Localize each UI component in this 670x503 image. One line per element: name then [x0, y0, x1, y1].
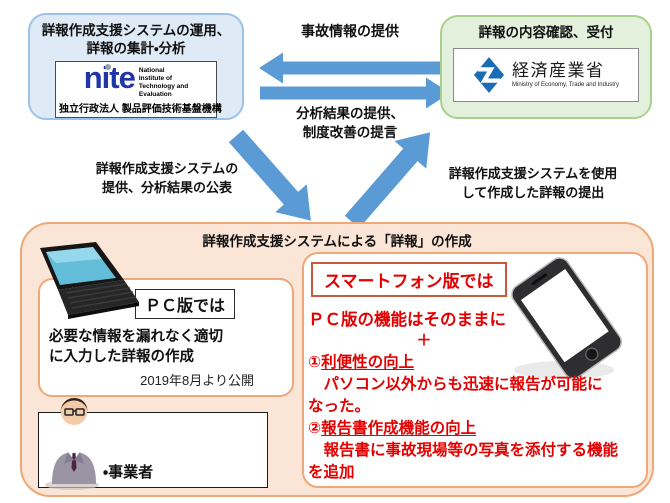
pc-version-heading: ＰＣ版では [135, 289, 236, 319]
panel-title: 詳報作成支援システムによる「詳報」の作成 [202, 234, 472, 249]
smartphone-version-box: スマートフォン版では ＰＣ版の機能はそのままに ＋ ①利便性の向上 パソコン以外… [302, 252, 648, 488]
nite-box: 詳報作成支援システムの運用、 詳報の集計・分析 nite National In… [28, 13, 244, 120]
nite-japanese-name: 独立行政法人 製品評価技術基盤機構 [59, 104, 222, 116]
nite-box-title-line2: 詳報の集計・分析 [86, 40, 186, 56]
label-system-provision: 詳報作成支援システムの 提供、分析結果の公表 [95, 161, 239, 195]
nite-wordmark: nite [83, 59, 136, 95]
point2-body-line1: 報告書に事故現場等の写真を添付する機能 [308, 442, 619, 459]
target-users-box: ・事業者 ・小出力発電設備の 所有者や占有者 [38, 412, 268, 488]
nite-logo: nite National Institute of Technology an… [55, 59, 222, 119]
meti-box-title: 詳報の内容確認、受付 [478, 25, 614, 40]
meti-mark-icon [473, 56, 505, 93]
meti-box: 詳報の内容確認、受付 経済産業省 Ministry of Economy, Tr… [440, 15, 652, 119]
arrow-to-meti-icon [260, 77, 450, 109]
point2-body-line2: を追加 [308, 464, 355, 481]
label-incident-info: 事故情報の提供 [301, 23, 399, 39]
pc-version-description: 必要な情報を漏れなく適切 に入力した詳報の作成 [49, 329, 223, 365]
point1-title: ①利便性の向上 [308, 354, 415, 371]
smartphone-keep-line: ＰＣ版の機能はそのままに [308, 311, 506, 329]
plus-sign: ＋ [416, 332, 432, 349]
nite-i-dot-icon [104, 63, 111, 70]
list-item: ・事業者 [103, 464, 154, 482]
nite-box-title: 詳報作成支援システムの運用、 詳報の集計・分析 [30, 22, 242, 58]
label-report-submission: 詳報作成支援システムを使用 して作成した詳報の提出 [448, 166, 618, 200]
target-users-list: ・事業者 ・小出力発電設備の 所有者や占有者 [103, 418, 228, 503]
label-analysis-proposal: 分析結果の提供、 制度改善の提言 [296, 106, 404, 140]
arrow-to-nite-icon [259, 52, 449, 84]
smartphone-version-heading: スマートフォン版では [311, 262, 507, 297]
pc-version-box: ＰＣ版では 必要な情報を漏れなく適切 に入力した詳報の作成 2019年8月より公… [38, 278, 294, 397]
meti-english-name: Ministry of Economy, Trade and Industry [512, 81, 619, 88]
point1-body-line1: パソコン以外からも迅速に報告が可能に [308, 376, 603, 393]
meti-logo: 経済産業省 Ministry of Economy, Trade and Ind… [453, 47, 639, 102]
point2-title: ②報告書作成機能の向上 [308, 420, 477, 437]
point1-body-line2: なった。 [308, 398, 371, 415]
meti-japanese-name: 経済産業省 [512, 60, 605, 80]
pc-release-note: 2019年8月より公開 [140, 373, 254, 388]
nite-english-name: National Institute of Technology and Eva… [138, 66, 189, 98]
nite-box-title-line1: 詳報作成支援システムの運用、 [41, 23, 231, 38]
